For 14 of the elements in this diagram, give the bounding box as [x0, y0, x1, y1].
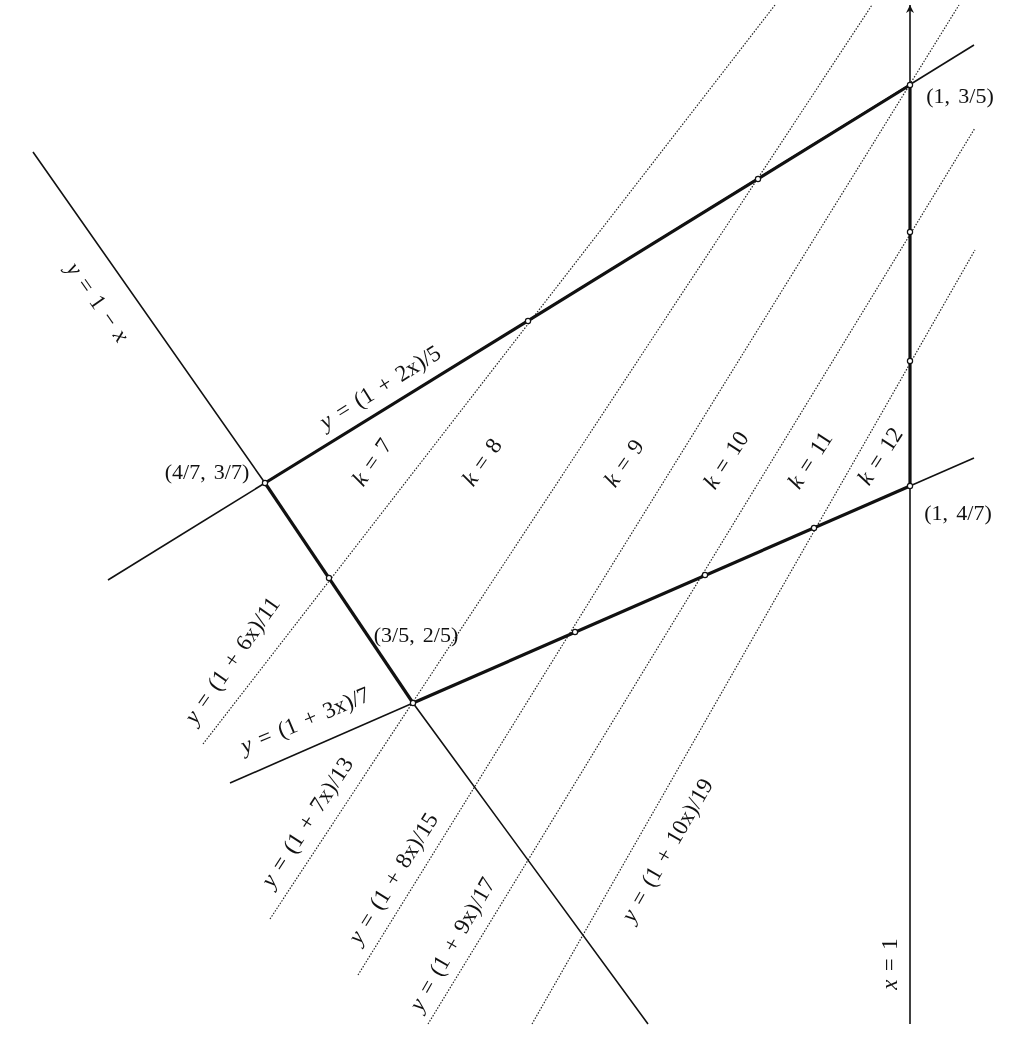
math-label: (1, 3/5): [926, 85, 994, 107]
math-label: k = 11: [783, 427, 837, 493]
math-label: y = (1 + 2x)/5: [315, 340, 445, 434]
math-label: k = 12: [853, 423, 907, 489]
math-label: k = 9: [599, 435, 649, 491]
math-label: (4/7, 3/7): [164, 461, 250, 483]
math-label: (1, 4/7): [924, 502, 992, 524]
math-label: y = 1 − x: [62, 257, 134, 347]
math-label: k = 7: [347, 434, 397, 490]
math-label: (3/5, 2/5): [373, 624, 459, 646]
math-label: x = 1: [877, 938, 901, 990]
math-label: k = 10: [699, 427, 753, 493]
math-label: y = (1 + 3x)/7: [237, 682, 373, 758]
math-label: k = 8: [457, 434, 507, 490]
